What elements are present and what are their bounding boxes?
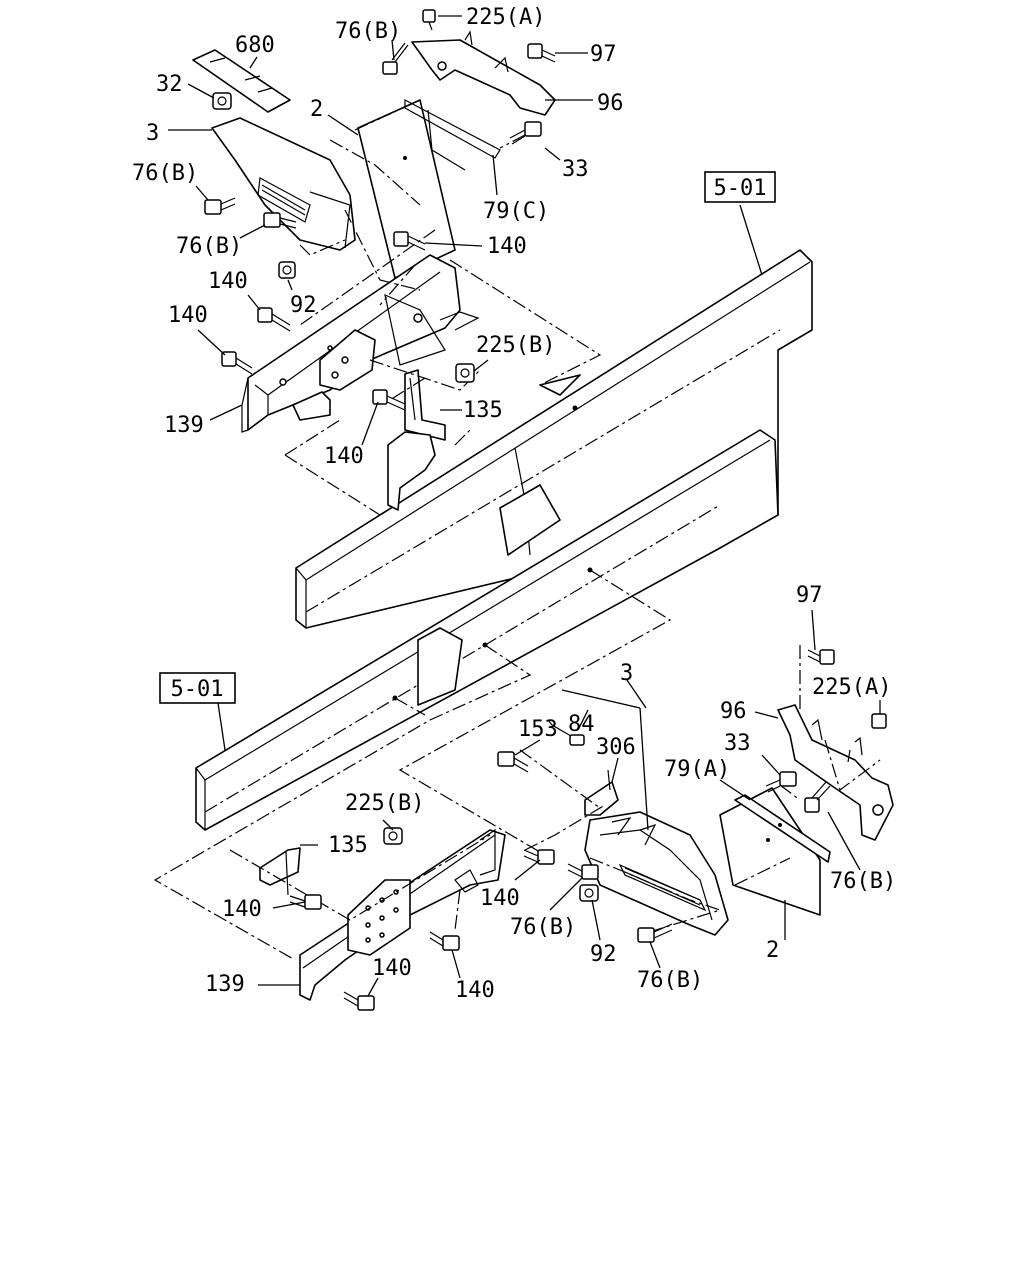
nut-92-upper	[278, 261, 296, 279]
bolt-76b-lower-bottom	[637, 923, 673, 943]
label-76b-lower-right: 76(B)	[830, 869, 896, 894]
label-76b-lower-mid: 76(B)	[510, 915, 576, 940]
fasteners-upper	[204, 9, 556, 411]
nut-92-lower	[579, 884, 599, 902]
label-139-upper: 139	[164, 413, 204, 438]
part-2-plate-upper	[357, 99, 456, 279]
label-96-lower: 96	[720, 699, 747, 724]
nut-225b-upper	[455, 363, 475, 383]
label-225a-upper: 225(A)	[466, 5, 545, 30]
label-140-lower-a: 140	[480, 886, 520, 911]
label-97-lower: 97	[796, 583, 823, 608]
bolt-153	[497, 751, 529, 773]
label-92-lower: 92	[590, 942, 617, 967]
label-76b-lower-bottom: 76(B)	[637, 968, 703, 993]
part-96-bracket-lower	[777, 704, 894, 841]
bolt-140-lower-a	[523, 849, 555, 865]
ref-label-lower: 5-01	[171, 677, 224, 702]
part-680-strip	[192, 49, 291, 113]
fasteners-lower	[289, 649, 887, 1011]
nut-32	[212, 92, 232, 110]
bolt-76b-upper-left	[204, 197, 236, 215]
label-140-upper-c: 140	[168, 303, 208, 328]
bolt-97-lower	[807, 649, 835, 665]
label-225b-upper: 225(B)	[476, 333, 555, 358]
label-140-lower-d: 140	[455, 978, 495, 1003]
label-84: 84	[568, 712, 595, 737]
part-306-bracket	[584, 769, 619, 816]
bolt-76b-upper-mid	[263, 212, 297, 229]
part-135-bracket-lower	[259, 847, 301, 896]
label-92-upper: 92	[290, 293, 317, 318]
part-79c-stay-upper	[404, 99, 501, 171]
bolt-140-upper-c	[221, 351, 253, 375]
part-139-bracket-lower	[299, 828, 506, 1001]
label-2-upper: 2	[310, 97, 323, 122]
bolt-225a-upper	[422, 9, 436, 31]
part-2-plate-lower	[719, 787, 821, 916]
bolt-140-upper-d	[372, 389, 406, 411]
label-33-lower: 33	[724, 731, 751, 756]
label-76b-upper-top: 76(B)	[335, 19, 401, 44]
guides-lower	[153, 569, 881, 961]
label-3-upper: 3	[146, 121, 159, 146]
part-84-pin	[547, 719, 585, 746]
bolt-33-lower	[765, 771, 797, 793]
part-135-bracket-upper	[404, 369, 446, 441]
bolt-140-upper-b	[257, 307, 291, 332]
bolt-140-upper-a	[393, 231, 426, 251]
label-140-upper-b: 140	[208, 269, 248, 294]
bolt-97-upper	[527, 43, 556, 63]
bolt-76b-upper-top	[382, 42, 409, 75]
label-2-lower: 2	[766, 938, 779, 963]
label-153: 153	[518, 717, 558, 742]
frame-rail-lower	[195, 429, 779, 831]
label-97-upper: 97	[590, 42, 617, 67]
part-96-bracket-upper	[411, 30, 556, 116]
ref-label-upper: 5-01	[714, 176, 767, 201]
label-79c: 79(C)	[483, 199, 549, 224]
bolt-76b-lower-mid	[567, 863, 599, 880]
label-225b-lower: 225(B)	[345, 791, 424, 816]
leader-lines	[168, 15, 881, 997]
label-135-upper: 135	[463, 398, 503, 423]
ref-box-lower: 5-01	[159, 672, 236, 704]
bolt-76b-lower-right	[804, 781, 831, 813]
bolt-140-lower-c	[429, 931, 460, 951]
nut-225a-lower	[871, 713, 887, 729]
label-139-lower: 139	[205, 972, 245, 997]
label-32: 32	[156, 72, 183, 97]
ref-box-upper: 5-01	[704, 171, 776, 203]
part-3-cover-upper	[211, 117, 356, 251]
part-79a-stay-lower	[734, 794, 831, 863]
part-139-bracket-upper	[241, 254, 480, 433]
label-680: 680	[235, 33, 275, 58]
labels-upper: 225(A) 76(B) 680 97 32 96 3 2 33 76(B) 7…	[132, 5, 624, 469]
bolt-140-lower-d	[343, 991, 375, 1011]
label-3-lower: 3	[620, 661, 633, 686]
strut-upper	[387, 431, 436, 511]
guides-upper	[284, 99, 602, 516]
label-140-upper-a: 140	[487, 234, 527, 259]
label-76b-upper-left: 76(B)	[132, 161, 198, 186]
label-96-upper: 96	[597, 91, 624, 116]
part-3-cover-lower	[584, 811, 729, 936]
label-225a-lower: 225(A)	[812, 675, 891, 700]
label-140-lower-b: 140	[222, 897, 262, 922]
label-79a: 79(A)	[664, 757, 730, 782]
label-140-lower-c: 140	[372, 956, 412, 981]
bolt-33-upper	[509, 121, 542, 145]
label-306: 306	[596, 735, 636, 760]
label-76b-upper-mid: 76(B)	[176, 234, 242, 259]
bolt-140-lower-b	[289, 894, 322, 910]
label-135-lower: 135	[328, 833, 368, 858]
labels-lower: 97 3 225(A) 96 153 84 306 33 79(A) 225(B…	[205, 583, 896, 1003]
label-33-upper: 33	[562, 157, 589, 182]
nut-225b-lower	[383, 827, 403, 845]
label-140-upper-d: 140	[324, 444, 364, 469]
